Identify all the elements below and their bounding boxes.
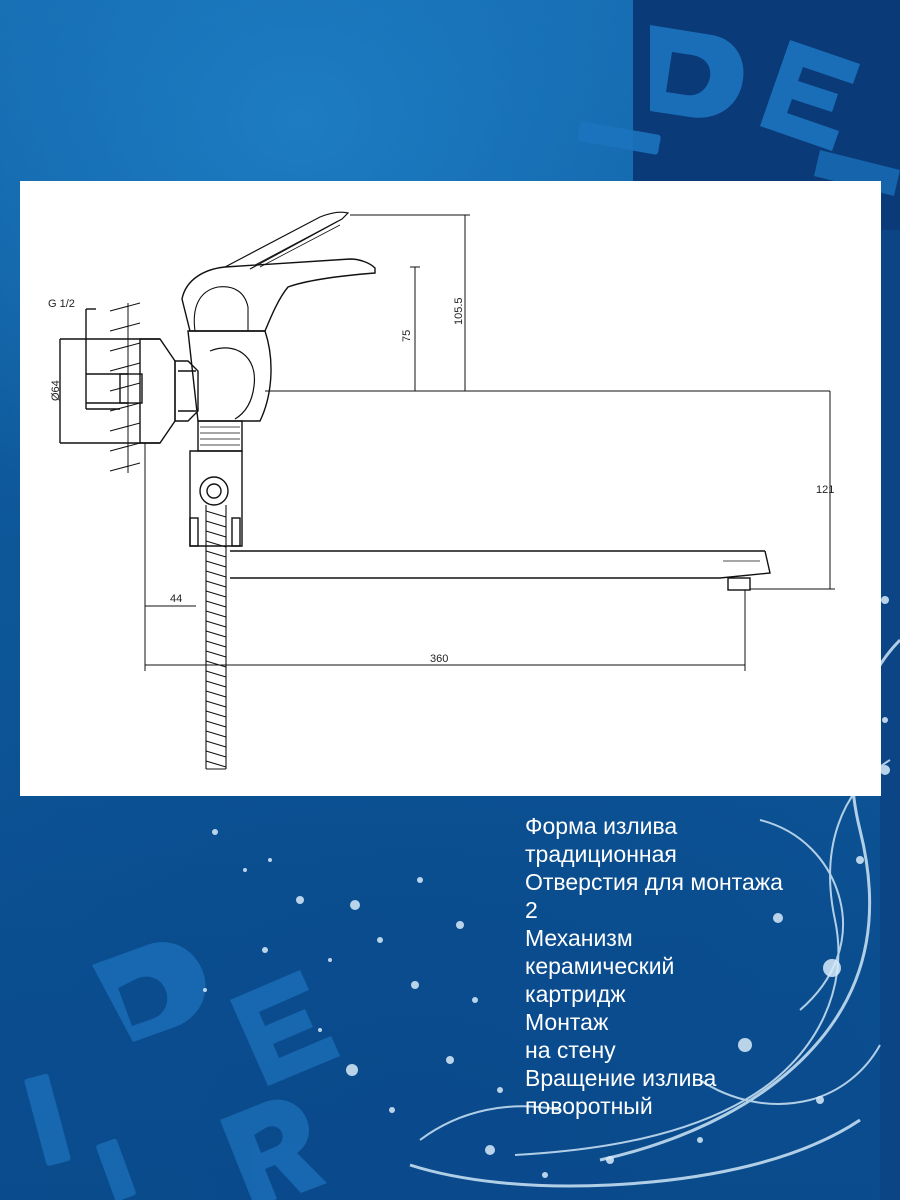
dim-upper-height-label: 105.5 [453,297,465,325]
aerator [727,577,751,591]
lever-handle [181,258,376,332]
spec-label-spout-shape: Форма излива [525,813,678,839]
spec-label-mechanism: Механизм [525,925,633,951]
spec-value-mount-holes: 2 [525,897,538,923]
spec-label-mount-holes: Отверстия для монтажа [525,869,783,895]
specifications: Форма излива традиционная Отверстия для … [525,812,895,1120]
spec-value-mechanism: керамический картридж [525,953,675,1007]
cartridge-cap [197,420,243,452]
spec-value-spout-shape: традиционная [525,841,677,867]
dimension-lines [144,214,835,671]
dim-spout-length-label: 360 [430,653,448,665]
dim-spout-height-label: 121 [816,484,834,496]
threaded-inlet [119,373,143,404]
shower-hose [205,505,227,770]
dim-diameter-label: Ø64 [50,380,62,401]
wall-hatch [109,302,141,473]
faucet-technical-drawing: G 1/2 Ø64 75 105.5 121 44 360 [48,211,835,770]
connection-nut [174,360,199,422]
swivel-spout [230,550,771,591]
spec-label-mounting: Монтаж [525,1009,609,1035]
dim-lever-height-label: 75 [401,330,413,342]
dim-thread-label: G 1/2 [48,298,75,310]
spec-value-mounting: на стену [525,1037,616,1063]
spec-label-spout-rotation: Вращение излива [525,1065,717,1091]
dim-wall-offset-label: 44 [170,593,182,605]
faucet-body [187,330,272,422]
escutcheon [139,338,176,444]
thread-callout [85,308,128,410]
technical-drawing-card: G 1/2 Ø64 75 105.5 121 44 360 [20,181,881,796]
spec-value-spout-rotation: поворотный [525,1093,653,1119]
hose-outlet [199,476,229,506]
diverter-body [189,450,243,547]
